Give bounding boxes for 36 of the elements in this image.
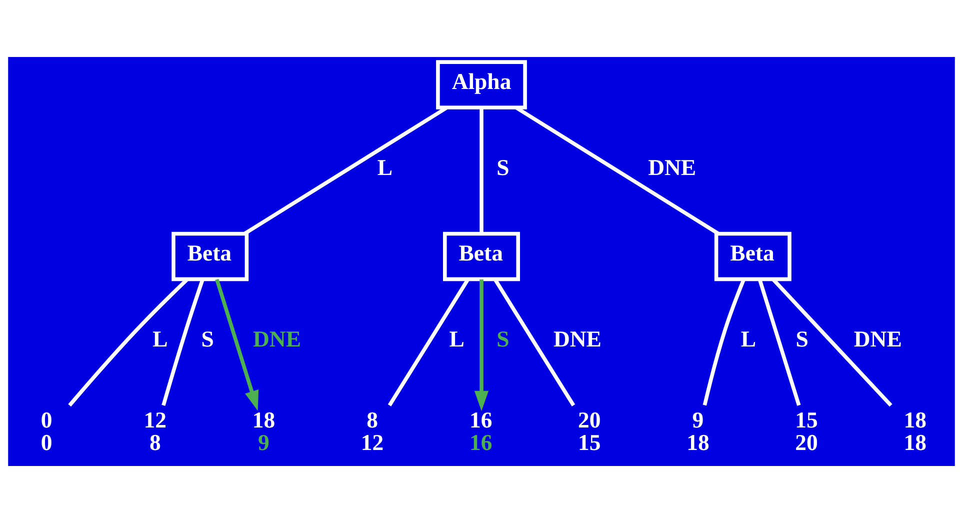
connector bbox=[388, 278, 470, 406]
node-text: 12 8 bbox=[144, 407, 167, 456]
connector bbox=[702, 278, 746, 406]
edge-label: S bbox=[201, 326, 214, 352]
node-box: Beta bbox=[172, 232, 249, 282]
connector bbox=[162, 278, 204, 406]
node-text: 9 18 bbox=[686, 407, 710, 456]
edge-label: L bbox=[152, 326, 168, 352]
connector bbox=[244, 106, 448, 236]
connector bbox=[480, 108, 484, 234]
arrow bbox=[474, 279, 489, 412]
connector bbox=[758, 278, 801, 406]
node-text: 16 16 bbox=[470, 407, 492, 456]
edge-label: DNE bbox=[854, 326, 902, 352]
node-box: Beta bbox=[714, 232, 792, 282]
edge-label: DNE bbox=[253, 326, 301, 352]
node-text: 18 18 bbox=[904, 407, 926, 456]
edge-label: S bbox=[796, 326, 808, 352]
node-text: 0 0 bbox=[40, 407, 52, 456]
edge-label: DNE bbox=[648, 154, 696, 180]
node-text: 18 9 bbox=[252, 407, 276, 456]
node-text: 20 15 bbox=[578, 407, 601, 456]
connector bbox=[493, 278, 576, 406]
edge-label: DNE bbox=[553, 326, 602, 352]
edge-label: L bbox=[377, 154, 393, 180]
arrow bbox=[215, 278, 259, 411]
node-box: Beta bbox=[443, 232, 520, 282]
edge-label: S bbox=[496, 154, 510, 180]
node-text: 8 12 bbox=[360, 407, 384, 456]
connector bbox=[515, 106, 720, 236]
edge-label: L bbox=[740, 326, 756, 352]
edge-label: L bbox=[449, 326, 464, 352]
node-box: Alpha bbox=[436, 60, 527, 110]
edge-label: S bbox=[496, 326, 510, 352]
node-text: 15 20 bbox=[795, 407, 818, 456]
connector bbox=[772, 278, 892, 407]
